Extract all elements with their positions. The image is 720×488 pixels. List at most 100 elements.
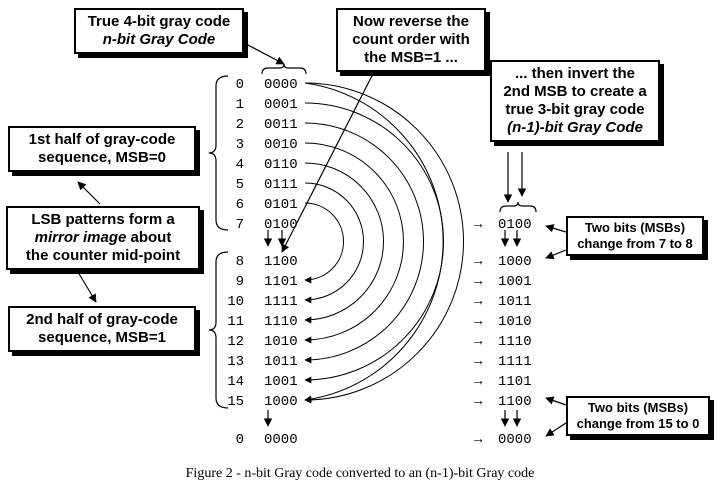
gray-code-value: 1101	[498, 374, 532, 390]
invert-msb-callout: ... then invert the 2nd MSB to create a …	[490, 60, 660, 142]
row-index: 12	[227, 334, 244, 350]
pointer-arrow	[281, 63, 379, 253]
right-arrow-icon: →	[474, 217, 483, 233]
gray-code-value: 0010	[264, 137, 298, 153]
pointer-arrow	[545, 249, 567, 260]
mirror-image-callout: LSB patterns form a mirror image about t…	[6, 206, 200, 270]
mirror-arc	[304, 182, 364, 304]
callout-text: Two bits (MSBs)	[587, 400, 689, 415]
pointer-lines	[77, 43, 567, 437]
row-index: 0	[236, 77, 244, 93]
gray-code-value: 0111	[264, 177, 298, 193]
gray-code-value: 0100	[264, 217, 298, 233]
row-index: 9	[236, 274, 244, 290]
callout-text: True 4-bit gray code	[87, 13, 231, 30]
pointer-arrow	[545, 422, 567, 437]
brace	[261, 63, 307, 75]
mirror-arc	[304, 162, 384, 324]
right-code-column: →0100→1000→1001→1011→1010→1110→1111→1101…	[474, 217, 532, 448]
callout-text: LSB patterns form a	[31, 211, 175, 228]
row-index: 11	[227, 314, 244, 330]
gray-code-value: 0000	[264, 432, 298, 448]
callout-text: ... then invert the	[514, 65, 635, 82]
row-index: 6	[236, 197, 244, 213]
brace	[499, 201, 537, 213]
callout-text: sequence, MSB=0	[38, 149, 166, 166]
callout-text: sequence, MSB=1	[38, 329, 166, 346]
row-index: 7	[236, 217, 244, 233]
gray-code-value: 1010	[498, 314, 532, 330]
mirror-arcs	[304, 82, 464, 404]
mirror-arc	[304, 202, 344, 284]
callout-text: the counter mid-point	[25, 247, 181, 264]
gray-code-value: 1100	[264, 254, 298, 270]
row-index: 4	[236, 157, 244, 173]
gray-code-value: 1001	[264, 374, 298, 390]
gray-code-value: 1101	[264, 274, 298, 290]
pointer-arrow	[245, 43, 285, 65]
callout-text: change from 7 to 8	[577, 236, 693, 251]
gray-code-value: 0100	[498, 217, 532, 233]
callout-text: mirror image	[34, 229, 127, 246]
brace	[208, 75, 229, 231]
gray-code-value: 1010	[264, 334, 298, 350]
callout-text: 2nd MSB to create a	[503, 83, 647, 100]
gray-code-value: 1000	[264, 394, 298, 410]
gray-code-value: 0000	[264, 77, 298, 93]
callout-text: about	[126, 229, 172, 246]
second-half-callout: 2nd half of gray-code sequence, MSB=1	[8, 306, 196, 352]
gray-code-value: 0000	[498, 432, 532, 448]
pointer-arrow	[77, 271, 97, 303]
mirror-arc	[304, 102, 444, 384]
gray-code-value: 0110	[264, 157, 298, 173]
callout-text: Two bits (MSBs)	[584, 220, 686, 235]
gray-code-value: 1100	[498, 394, 532, 410]
gray-code-value: 0101	[264, 197, 298, 213]
figure-caption: Figure 2 - n-bit Gray code converted to …	[185, 466, 535, 481]
mirror-arc	[304, 82, 444, 403]
gray-code-value: 1111	[264, 294, 298, 310]
pointer-arrow	[545, 224, 567, 233]
gray-code-value: 0011	[264, 117, 298, 133]
callout-text: count order with	[352, 31, 470, 48]
gray-code-value: 1000	[498, 254, 532, 270]
right-arrow-icon: →	[474, 274, 483, 290]
row-index: 2	[236, 117, 244, 133]
row-index: 15	[227, 394, 244, 410]
gray-code-value: 1111	[498, 354, 532, 370]
true-4bit-callout: True 4-bit gray code n-bit Gray Code	[74, 8, 244, 54]
row-index: 5	[236, 177, 244, 193]
gray-code-value: 1011	[498, 294, 532, 310]
right-arrow-icon: →	[474, 354, 483, 370]
gray-code-value: 1001	[498, 274, 532, 290]
row-index: 1	[236, 97, 244, 113]
callout-line: mirror image about	[13, 229, 193, 247]
callout-text: 1st half of gray-code	[28, 131, 176, 148]
gray-code-value: 1011	[264, 354, 298, 370]
row-index: 0	[236, 432, 244, 448]
right-arrow-icon: →	[474, 314, 483, 330]
two-bits-15-0-callout: Two bits (MSBs) change from 15 to 0	[566, 396, 710, 436]
callout-text: Now reverse the	[353, 13, 469, 30]
pointer-arrow	[545, 396, 567, 406]
mirror-arc	[304, 142, 404, 344]
callout-text: (n-1)-bit Gray Code	[507, 119, 643, 136]
callout-text: 2nd half of gray-code	[26, 311, 178, 328]
callout-text: n-bit Gray Code	[102, 31, 216, 48]
right-arrow-icon: →	[474, 374, 483, 390]
braces	[208, 63, 537, 409]
first-half-callout: 1st half of gray-code sequence, MSB=0	[8, 126, 196, 172]
brace	[208, 251, 229, 409]
right-arrow-icon: →	[474, 394, 483, 410]
callout-text: the MSB=1 ...	[364, 49, 458, 66]
mirror-arc	[304, 82, 464, 404]
two-bits-7-8-callout: Two bits (MSBs) change from 7 to 8	[566, 216, 704, 256]
gray-code-value: 0001	[264, 97, 298, 113]
gray-code-value: 1110	[264, 314, 298, 330]
row-index: 13	[227, 354, 244, 370]
callout-text: change from 15 to 0	[576, 416, 700, 431]
mirror-arc	[304, 122, 424, 364]
